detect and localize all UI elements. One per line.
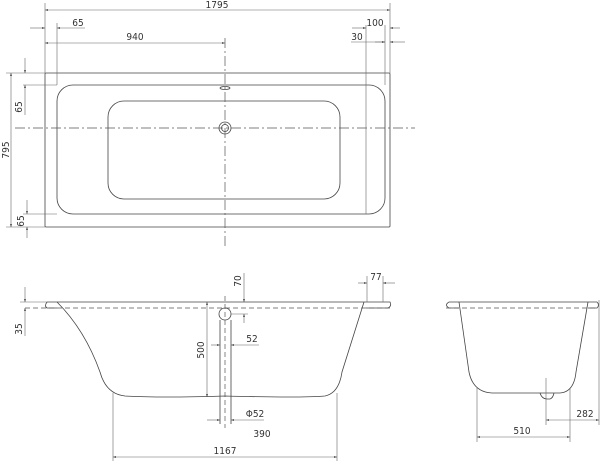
dim-label-940: 940 (126, 32, 143, 43)
rim (446, 301, 599, 309)
inner-rim (56, 84, 386, 215)
dim-label-phi52: Φ52 (246, 409, 265, 420)
end-view: 510 282 (446, 300, 600, 442)
dim-label-65-top: 65 (14, 101, 25, 112)
dim-label-30: 30 (351, 32, 363, 43)
tub-outline (44, 72, 391, 228)
tub-body (458, 301, 589, 394)
overflow-icon (219, 86, 231, 90)
dim-label-35: 35 (14, 323, 25, 334)
dim-label-795: 795 (1, 141, 12, 158)
dim-label-70: 70 (233, 275, 244, 287)
rim (45, 301, 392, 309)
dim-label-52: 52 (246, 334, 257, 345)
waste-outlet (539, 392, 555, 400)
dim-label-77: 77 (370, 272, 381, 283)
tub-body (56, 301, 365, 398)
dim-label-1167: 1167 (214, 446, 237, 457)
dim-label-65-bottom: 65 (16, 215, 27, 226)
dim-label-500: 500 (196, 341, 207, 358)
dim-label-1795: 1795 (206, 0, 229, 11)
dim-label-510: 510 (513, 426, 530, 437)
top-view: 1795 65 940 100 30 795 65 65 (1, 0, 415, 248)
dim-label-65: 65 (72, 18, 83, 29)
basin (107, 100, 341, 200)
side-view: 35 70 77 500 52 Φ52 390 1167 (14, 272, 395, 461)
dim-label-100: 100 (366, 18, 383, 29)
dim-label-282: 282 (576, 409, 593, 420)
dim-label-390: 390 (253, 429, 270, 440)
